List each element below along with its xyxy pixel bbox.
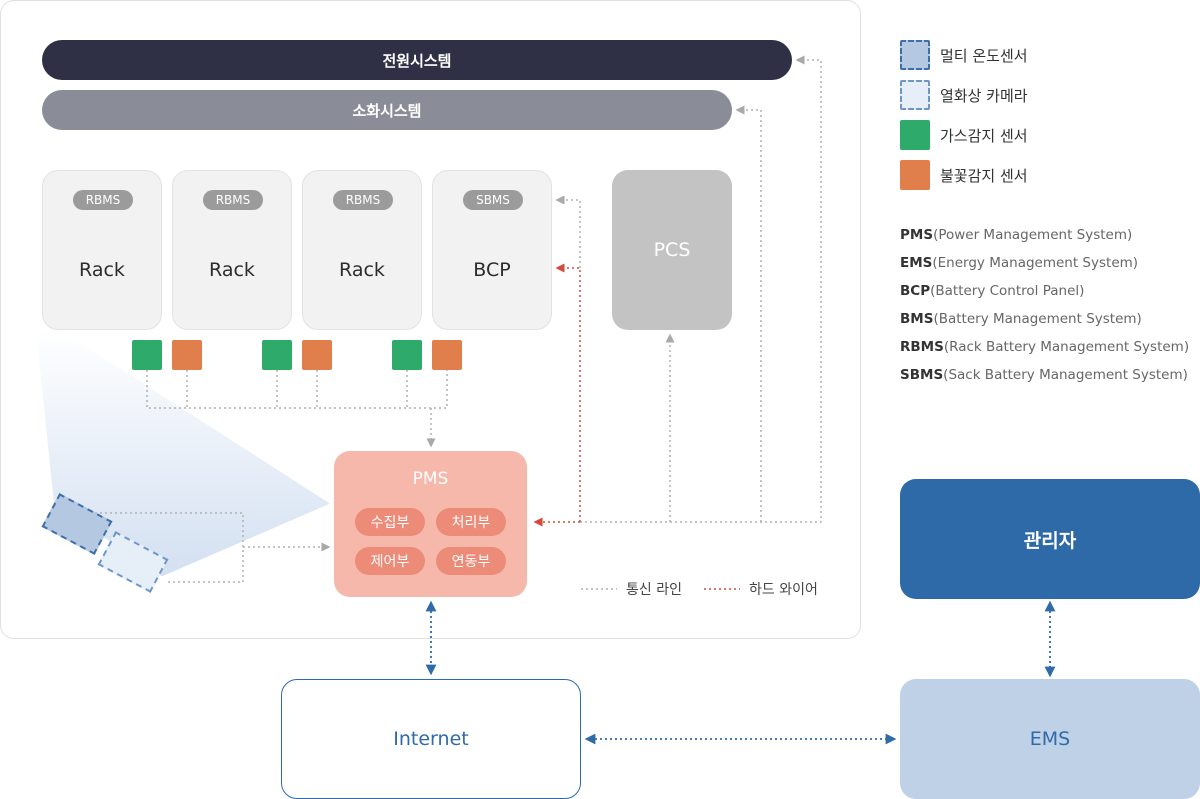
rack-unit: RBMS Rack — [302, 170, 422, 330]
hard-wire-label: 하드 와이어 — [749, 582, 818, 598]
abbreviation-item: BCP(Battery Control Panel) — [900, 283, 1200, 305]
pms-unit-pill: 연동부 — [436, 547, 506, 575]
abbr-full: (Rack Battery Management System) — [943, 339, 1190, 355]
pms-to-fire-line — [735, 105, 762, 522]
rack-badge: RBMS — [203, 190, 263, 210]
abbr-term: SBMS — [900, 367, 944, 383]
rack-unit: RBMS Rack — [42, 170, 162, 330]
gas-sensor-icon — [900, 120, 930, 150]
abbr-full: (Battery Management System) — [933, 311, 1142, 327]
rack-unit: RBMS Rack — [172, 170, 292, 330]
pms-title: PMS — [412, 469, 449, 489]
legend-item: 불꽃감지 센서 — [900, 160, 1200, 190]
bcp-unit: SBMS BCP — [432, 170, 552, 330]
pms-unit-pill: 수집부 — [355, 508, 425, 536]
camera-to-pms-line — [90, 512, 326, 583]
flame-sensor-icon — [900, 160, 930, 190]
abbr-term: BMS — [900, 311, 934, 327]
legend-label: 멀티 온도센서 — [940, 46, 1028, 65]
comm-line-legend: 통신 라인 — [626, 579, 682, 599]
comm-line-label: 통신 라인 — [626, 582, 682, 598]
pms-to-bcp-comm-line — [555, 195, 581, 268]
legend-label: 불꽃감지 센서 — [940, 166, 1028, 185]
bcp-label: BCP — [473, 259, 511, 281]
abbr-term: RBMS — [900, 339, 944, 355]
abbr-full: (Battery Control Panel) — [930, 283, 1085, 299]
thermal-camera-icon — [900, 80, 930, 110]
pms-unit-pill: 처리부 — [436, 508, 506, 536]
pms-to-power-line — [580, 55, 822, 523]
power-system-bar: 전원시스템 — [42, 40, 792, 80]
sensor-bus-line — [146, 370, 448, 409]
gas-sensor-icon — [132, 340, 162, 370]
abbr-full: (Power Management System) — [933, 227, 1133, 243]
rack-label: Rack — [339, 259, 385, 281]
gas-sensor-icon — [392, 340, 422, 370]
legend-label: 열화상 카메라 — [940, 86, 1028, 105]
pms-unit-pill: 제어부 — [355, 547, 425, 575]
abbreviation-item: SBMS(Sack Battery Management System) — [900, 367, 1200, 389]
abbr-term: PMS — [900, 227, 934, 243]
internet-box: Internet — [281, 679, 581, 799]
rack-badge: SBMS — [463, 190, 523, 210]
abbr-term: BCP — [900, 283, 931, 299]
legend-label: 가스감지 센서 — [940, 126, 1028, 145]
bcp-hard-wire-line — [555, 263, 581, 522]
rack-badge: RBMS — [333, 190, 393, 210]
hard-wire-legend: 하드 와이어 — [749, 579, 818, 599]
abbreviation-item: BMS(Battery Management System) — [900, 311, 1200, 333]
rack-label: Rack — [209, 259, 255, 281]
pcs-unit: PCS — [612, 170, 732, 330]
abbr-term: EMS — [900, 255, 933, 271]
legend-item: 가스감지 센서 — [900, 120, 1200, 150]
abbreviation-item: EMS(Energy Management System) — [900, 255, 1200, 277]
legend-item: 멀티 온도센서 — [900, 40, 1200, 70]
abbreviation-item: RBMS(Rack Battery Management System) — [900, 339, 1200, 361]
abbr-full: (Energy Management System) — [932, 255, 1139, 271]
multi-temp-sensor-icon — [900, 40, 930, 70]
ems-box: EMS — [900, 679, 1200, 799]
fire-system-bar: 소화시스템 — [42, 90, 732, 130]
flame-sensor-icon — [172, 340, 202, 370]
legend-item: 열화상 카메라 — [900, 80, 1200, 110]
gas-sensor-icon — [262, 340, 292, 370]
rack-label: Rack — [79, 259, 125, 281]
flame-sensor-icon — [302, 340, 332, 370]
abbreviation-item: PMS(Power Management System) — [900, 227, 1200, 249]
flame-sensor-icon — [432, 340, 462, 370]
abbr-full: (Sack Battery Management System) — [943, 367, 1188, 383]
admin-box: 관리자 — [900, 479, 1200, 599]
rack-badge: RBMS — [73, 190, 133, 210]
pms-box: PMS 수집부 처리부 제어부 연동부 — [334, 451, 527, 597]
